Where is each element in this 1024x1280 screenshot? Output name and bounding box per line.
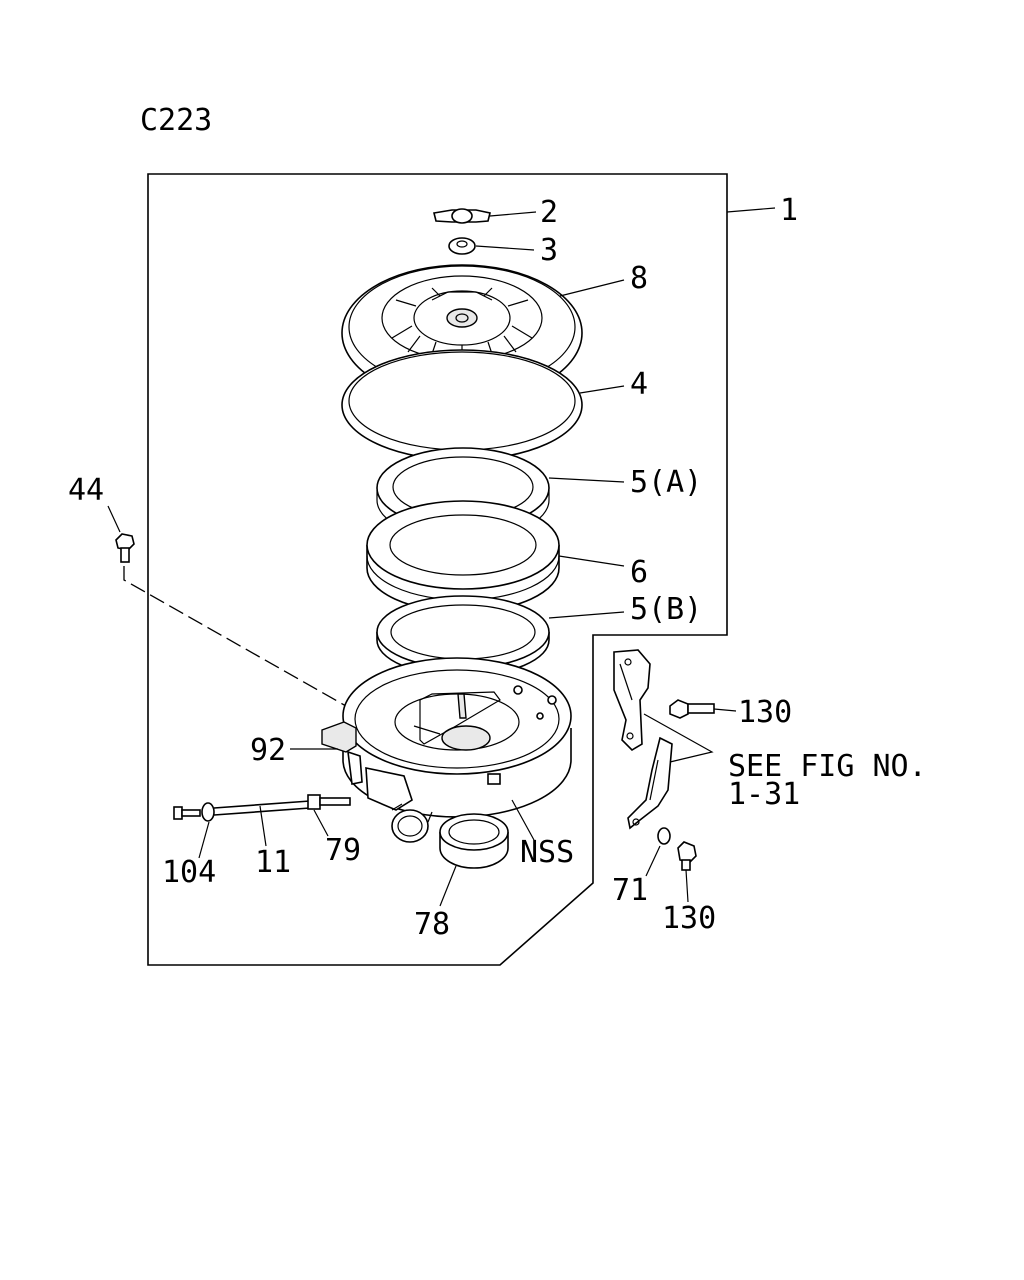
figure-code: C223 xyxy=(140,103,212,138)
callout-11: 11 xyxy=(255,845,291,880)
callout-130b: 130 xyxy=(662,901,716,936)
callout-8: 8 xyxy=(630,261,648,296)
bolt-130-upper-part[interactable] xyxy=(669,699,715,719)
cleaner-body-part[interactable] xyxy=(342,657,572,843)
callout-1: 1 xyxy=(780,193,798,228)
callout-44: 44 xyxy=(68,473,104,508)
leader-8 xyxy=(559,279,625,297)
gasket-part[interactable] xyxy=(341,349,583,461)
dashed-line-44 xyxy=(123,566,347,707)
leader-5a xyxy=(548,477,625,483)
callout-92: 92 xyxy=(250,733,286,768)
bracket-lower-part[interactable] xyxy=(627,736,673,830)
bolt-44-part[interactable] xyxy=(115,533,135,563)
callout-79: 79 xyxy=(325,833,361,868)
leader-6 xyxy=(558,555,625,567)
leader-4 xyxy=(579,385,625,394)
leader-2 xyxy=(489,211,537,217)
reference-line2: 1-31 xyxy=(728,777,800,812)
leader-130a xyxy=(713,708,737,712)
wing-nut-part[interactable] xyxy=(433,208,491,224)
assembly-boundary xyxy=(147,173,728,966)
rod-11-part[interactable] xyxy=(173,800,311,822)
callout-3: 3 xyxy=(540,233,558,268)
callout-4: 4 xyxy=(630,367,648,402)
bracket-upper-part[interactable] xyxy=(613,649,651,752)
leader-11 xyxy=(259,805,267,847)
leader-nss xyxy=(511,799,535,841)
leader-79 xyxy=(313,809,329,837)
callout-nss: NSS xyxy=(520,835,574,870)
washer-part[interactable] xyxy=(448,237,476,255)
callout-104: 104 xyxy=(162,855,216,890)
leader-1 xyxy=(726,207,776,213)
leader-44 xyxy=(107,505,121,533)
callout-6: 6 xyxy=(630,555,648,590)
reference-leader xyxy=(643,713,714,763)
leader-5b xyxy=(548,611,625,619)
callout-130a: 130 xyxy=(738,695,792,730)
washer-71-part[interactable] xyxy=(657,827,671,845)
leader-78 xyxy=(439,865,457,907)
bracket-92-part[interactable] xyxy=(321,721,363,785)
leader-130b xyxy=(685,869,689,903)
ring-78-part[interactable] xyxy=(439,813,509,869)
callout-5a: 5(A) xyxy=(630,465,702,500)
callout-71: 71 xyxy=(612,873,648,908)
leader-3 xyxy=(475,245,535,251)
callout-5b: 5(B) xyxy=(630,592,702,627)
leader-71 xyxy=(645,845,661,877)
bolt-79-part[interactable] xyxy=(307,794,351,810)
callout-78: 78 xyxy=(414,907,450,942)
bolt-130-lower-part[interactable] xyxy=(677,841,697,871)
callout-2: 2 xyxy=(540,195,558,230)
reference-line1: SEE FIG NO. xyxy=(728,749,927,784)
leader-104 xyxy=(198,821,210,859)
